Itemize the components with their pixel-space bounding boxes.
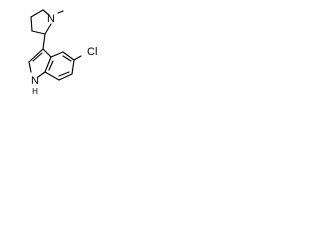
- indole-nitrogen-label: N: [31, 75, 39, 87]
- indole-hydrogen-label: H: [32, 87, 38, 96]
- indole-bond-c7a-n1: [37, 71, 46, 78]
- methyl-bond: [57, 10, 64, 14]
- benzene-bond-c3a-c4: [50, 51, 64, 58]
- benzene-inner-bond-2: [58, 71, 70, 77]
- ring-link-bond: [42, 33, 46, 50]
- chemical-structure: N Cl N H: [28, 9, 97, 96]
- indole-bond-n1-c2: [28, 61, 32, 73]
- chlorine-label: Cl: [87, 46, 97, 58]
- indole-bond-c2-c3: [28, 48, 44, 63]
- benzene-bond-c7-c7a: [44, 71, 60, 81]
- chlorine-bond: [73, 55, 82, 61]
- indole-double-bond-c2-c3: [32, 52, 43, 62]
- pyrrolidine-bond-n-c2: [44, 23, 52, 35]
- benzene-inner-bond-3: [48, 60, 54, 71]
- benzene-bond-c4-c5: [62, 51, 75, 61]
- pyrrolidine-bond-c2-c3: [31, 30, 46, 35]
- indole-bond-c3-c3a: [42, 48, 52, 58]
- indole-bond-c3a-c7a: [44, 56, 52, 73]
- pyrrolidine-nitrogen-label: N: [47, 13, 55, 25]
- pyrrolidine-bond-c3-c4: [30, 16, 33, 32]
- benzene-bond-c5-c6: [71, 59, 75, 75]
- pyrrolidine-bond-c4-c5: [30, 9, 44, 18]
- benzene-inner-bond-1: [62, 55, 72, 62]
- pyrrolidine-bond-c5-n: [42, 9, 50, 16]
- benzene-bond-c6-c7: [58, 73, 73, 81]
